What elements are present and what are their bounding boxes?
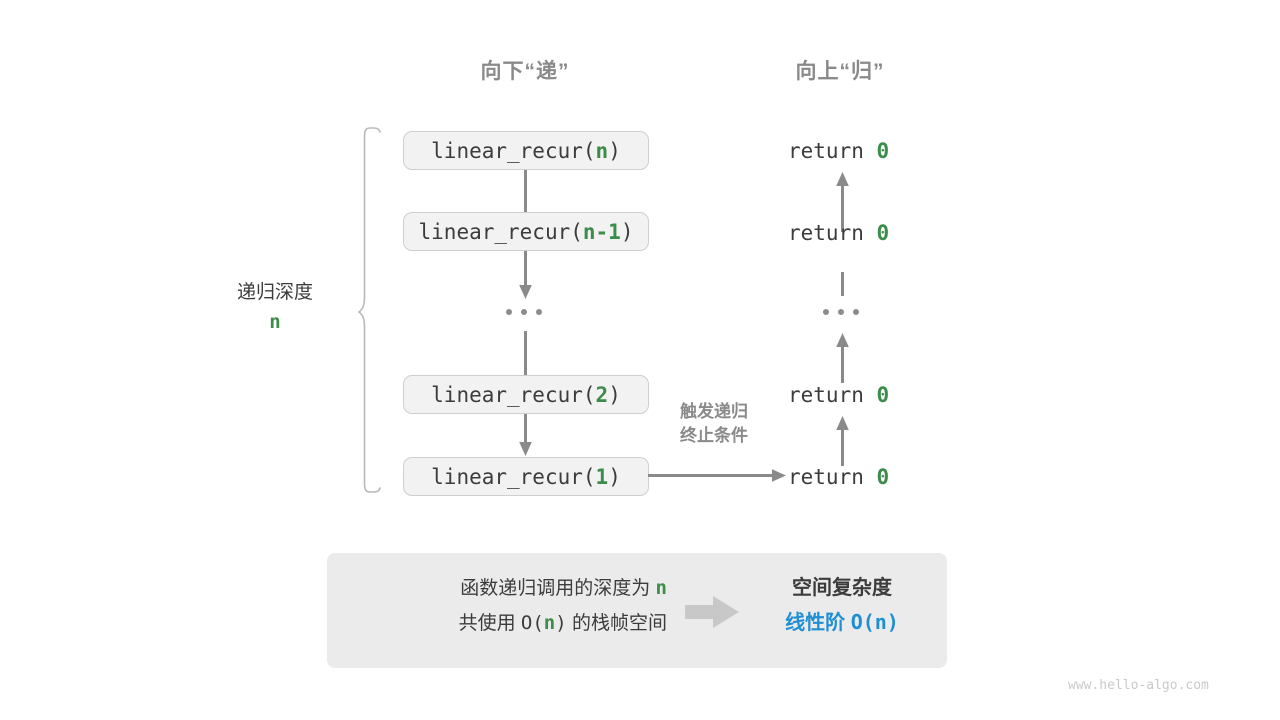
trigger-note: 触发递归 终止条件 bbox=[640, 400, 788, 448]
frame-arg: 1 bbox=[595, 464, 609, 489]
summary-line2-open: O( bbox=[520, 612, 544, 634]
down-arrow-icon bbox=[519, 251, 532, 299]
returns-ellipsis bbox=[823, 309, 859, 315]
down-arrow-icon bbox=[519, 414, 532, 456]
summary-line2-text: 共使用 bbox=[458, 613, 516, 634]
summary-line-2: 共使用 O(n) 的栈帧空间 bbox=[367, 606, 667, 641]
dot-2 bbox=[521, 309, 527, 315]
summary-line-1: 函数递归调用的深度为 n bbox=[367, 571, 667, 606]
base-case-arrow-icon bbox=[648, 469, 786, 482]
heading-ascend: 向上“归” bbox=[795, 60, 885, 83]
summary-left-text: 函数递归调用的深度为 n 共使用 O(n) 的栈帧空间 bbox=[367, 571, 667, 641]
frame-suffix: ) bbox=[608, 138, 621, 163]
implies-arrow-icon bbox=[685, 596, 739, 628]
frame-arg: 2 bbox=[595, 382, 609, 407]
return-value: 0 bbox=[876, 139, 890, 163]
return-value: 0 bbox=[876, 221, 890, 245]
summary-line1-n: n bbox=[655, 577, 667, 599]
up-arrow-tail-icon bbox=[841, 272, 844, 296]
dot-3 bbox=[536, 309, 542, 315]
call-frame-box[interactable]: linear_recur(1) bbox=[403, 457, 649, 496]
dot-2 bbox=[838, 309, 844, 315]
complexity-order: 线性阶 bbox=[785, 612, 846, 634]
summary-line2-close: ) bbox=[555, 612, 567, 634]
dot-1 bbox=[823, 309, 829, 315]
frame-arg: n-1 bbox=[582, 219, 621, 244]
summary-line2-n: n bbox=[543, 612, 556, 634]
call-stack-ellipsis bbox=[506, 309, 542, 315]
return-keyword: return bbox=[788, 139, 864, 163]
return-statement: return 0 bbox=[788, 139, 889, 163]
return-statement: return 0 bbox=[788, 465, 889, 489]
trigger-note-line1: 触发递归 bbox=[680, 402, 748, 421]
frame-prefix: linear_recur( bbox=[431, 464, 596, 489]
summary-line1-text: 函数递归调用的深度为 bbox=[460, 578, 651, 599]
up-arrow-icon bbox=[836, 416, 849, 466]
summary-right-text: 空间复杂度 线性阶 O(n) bbox=[747, 571, 937, 640]
complexity-notation: O(n) bbox=[850, 610, 899, 634]
call-frame-box[interactable]: linear_recur(n-1) bbox=[403, 212, 649, 251]
frame-arg: n bbox=[595, 138, 609, 163]
frame-prefix: linear_recur( bbox=[431, 138, 596, 163]
return-value: 0 bbox=[876, 465, 890, 489]
depth-brace-label: 递归深度 n bbox=[205, 278, 345, 336]
up-arrow-icon bbox=[836, 172, 849, 232]
call-frame-box[interactable]: linear_recur(2) bbox=[403, 375, 649, 414]
up-arrow-icon bbox=[836, 333, 849, 383]
complexity-value: 线性阶 O(n) bbox=[747, 605, 937, 640]
depth-label-text: 递归深度 bbox=[236, 282, 313, 303]
dot-3 bbox=[853, 309, 859, 315]
depth-label-value: n bbox=[269, 311, 281, 333]
complexity-title: 空间复杂度 bbox=[792, 577, 892, 599]
depth-brace-icon bbox=[357, 127, 381, 493]
frame-suffix: ) bbox=[608, 464, 621, 489]
return-keyword: return bbox=[788, 465, 864, 489]
summary-line2-tail: 的栈帧空间 bbox=[571, 613, 667, 634]
watermark: www.hello-algo.com bbox=[1068, 678, 1209, 693]
frame-suffix: ) bbox=[608, 382, 621, 407]
frame-prefix: linear_recur( bbox=[431, 382, 596, 407]
return-statement: return 0 bbox=[788, 221, 889, 245]
heading-descend: 向下“递” bbox=[480, 60, 570, 83]
dot-1 bbox=[506, 309, 512, 315]
frame-suffix: ) bbox=[620, 219, 634, 244]
frame-prefix: linear_recur( bbox=[418, 219, 583, 244]
call-frame-box[interactable]: linear_recur(n) bbox=[403, 131, 649, 170]
return-keyword: return bbox=[788, 383, 864, 407]
return-value: 0 bbox=[876, 383, 890, 407]
trigger-note-line2: 终止条件 bbox=[680, 426, 748, 445]
return-keyword: return bbox=[788, 221, 864, 245]
return-statement: return 0 bbox=[788, 383, 889, 407]
summary-panel: 函数递归调用的深度为 n 共使用 O(n) 的栈帧空间 空间复杂度 线性阶 O(… bbox=[327, 553, 947, 668]
